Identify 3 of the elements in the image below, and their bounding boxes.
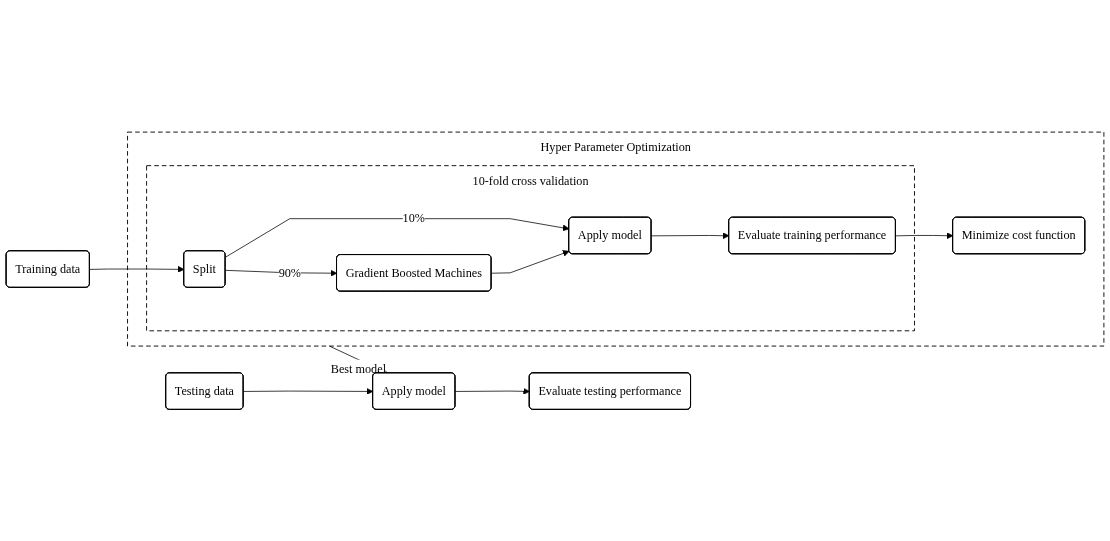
edge-label: 10% bbox=[402, 211, 425, 225]
edge-label: Best model bbox=[330, 361, 387, 375]
edge-label: 90% bbox=[278, 265, 302, 279]
